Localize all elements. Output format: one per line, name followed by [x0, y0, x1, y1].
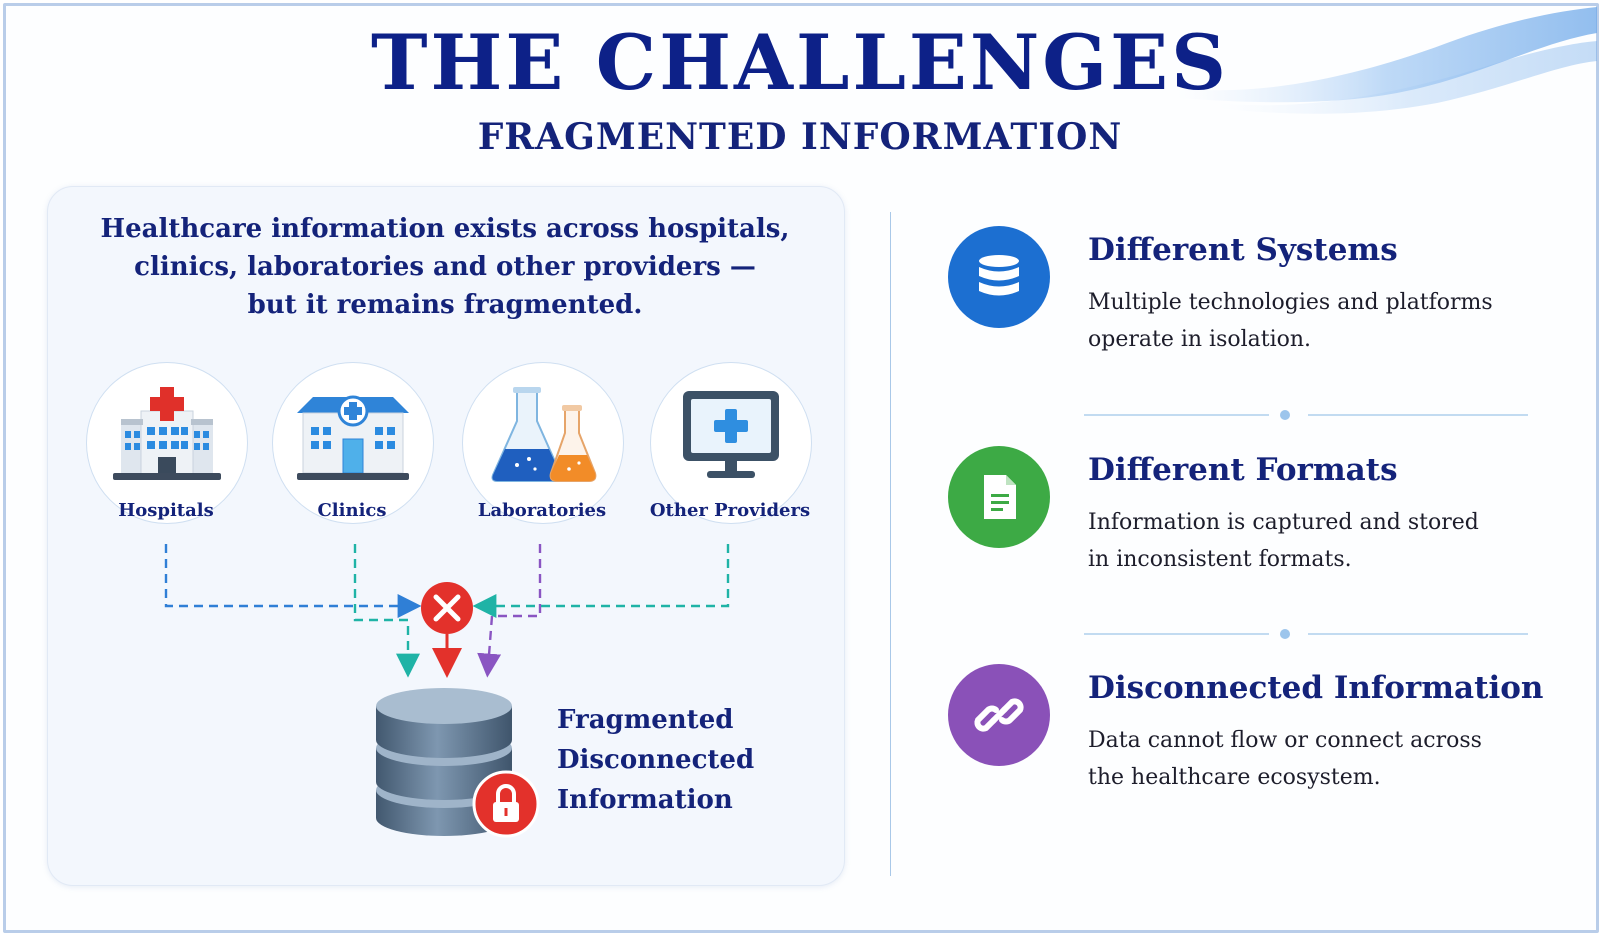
- other-providers-source: [650, 362, 812, 524]
- document-icon: [948, 446, 1050, 548]
- database-lock-icon: [376, 688, 540, 838]
- description-line: Data cannot flow or connect across: [1088, 728, 1482, 753]
- description-line: Information is captured and stored: [1088, 510, 1479, 535]
- section-separator: [1084, 409, 1528, 421]
- challenge-title: Disconnected Information: [1088, 670, 1544, 706]
- source-label: Other Providers: [649, 500, 811, 521]
- hospital-building-icon: [113, 387, 221, 480]
- clinics-source: [272, 362, 434, 524]
- section-separator: [1084, 628, 1528, 640]
- page-title: THE CHALLENGES: [371, 18, 1229, 107]
- result-line: Information: [557, 785, 733, 815]
- description-line: Multiple technologies and platforms: [1088, 290, 1493, 315]
- source-label: Laboratories: [477, 500, 607, 521]
- intro-line: clinics, laboratories and other provider…: [134, 252, 756, 282]
- decorative-wave: [1177, 7, 1597, 114]
- intro-line: Healthcare information exists across hos…: [100, 214, 790, 244]
- description-line: in inconsistent formats.: [1088, 547, 1352, 572]
- result-line: Disconnected: [557, 745, 755, 775]
- source-label: Clinics: [317, 500, 387, 521]
- challenge-title: Different Formats: [1088, 452, 1398, 488]
- fragmented-result-text: Fragmented Disconnected Information: [557, 700, 817, 820]
- result-line: Fragmented: [557, 705, 734, 735]
- page-subtitle: FRAGMENTED INFORMATION: [477, 116, 1123, 158]
- challenge-description: Multiple technologies and platforms oper…: [1088, 284, 1508, 358]
- challenge-description: Data cannot flow or connect across the h…: [1088, 722, 1508, 796]
- monitor-medical-icon: [683, 391, 779, 478]
- description-line: operate in isolation.: [1088, 327, 1312, 352]
- hospitals-source: [86, 362, 248, 524]
- intro-text: Healthcare information exists across hos…: [90, 210, 800, 324]
- description-line: the healthcare ecosystem.: [1088, 765, 1381, 790]
- chain-link-icon: [948, 664, 1050, 766]
- source-label: Hospitals: [118, 500, 214, 521]
- challenge-title: Different Systems: [1088, 232, 1398, 268]
- laboratories-source: [462, 362, 624, 524]
- clinic-building-icon: [297, 395, 409, 480]
- challenge-description: Information is captured and stored in in…: [1088, 504, 1508, 578]
- intro-line: but it remains fragmented.: [247, 290, 643, 320]
- lab-flasks-icon: [491, 387, 597, 482]
- database-icon: [948, 226, 1050, 328]
- column-divider: [890, 212, 891, 876]
